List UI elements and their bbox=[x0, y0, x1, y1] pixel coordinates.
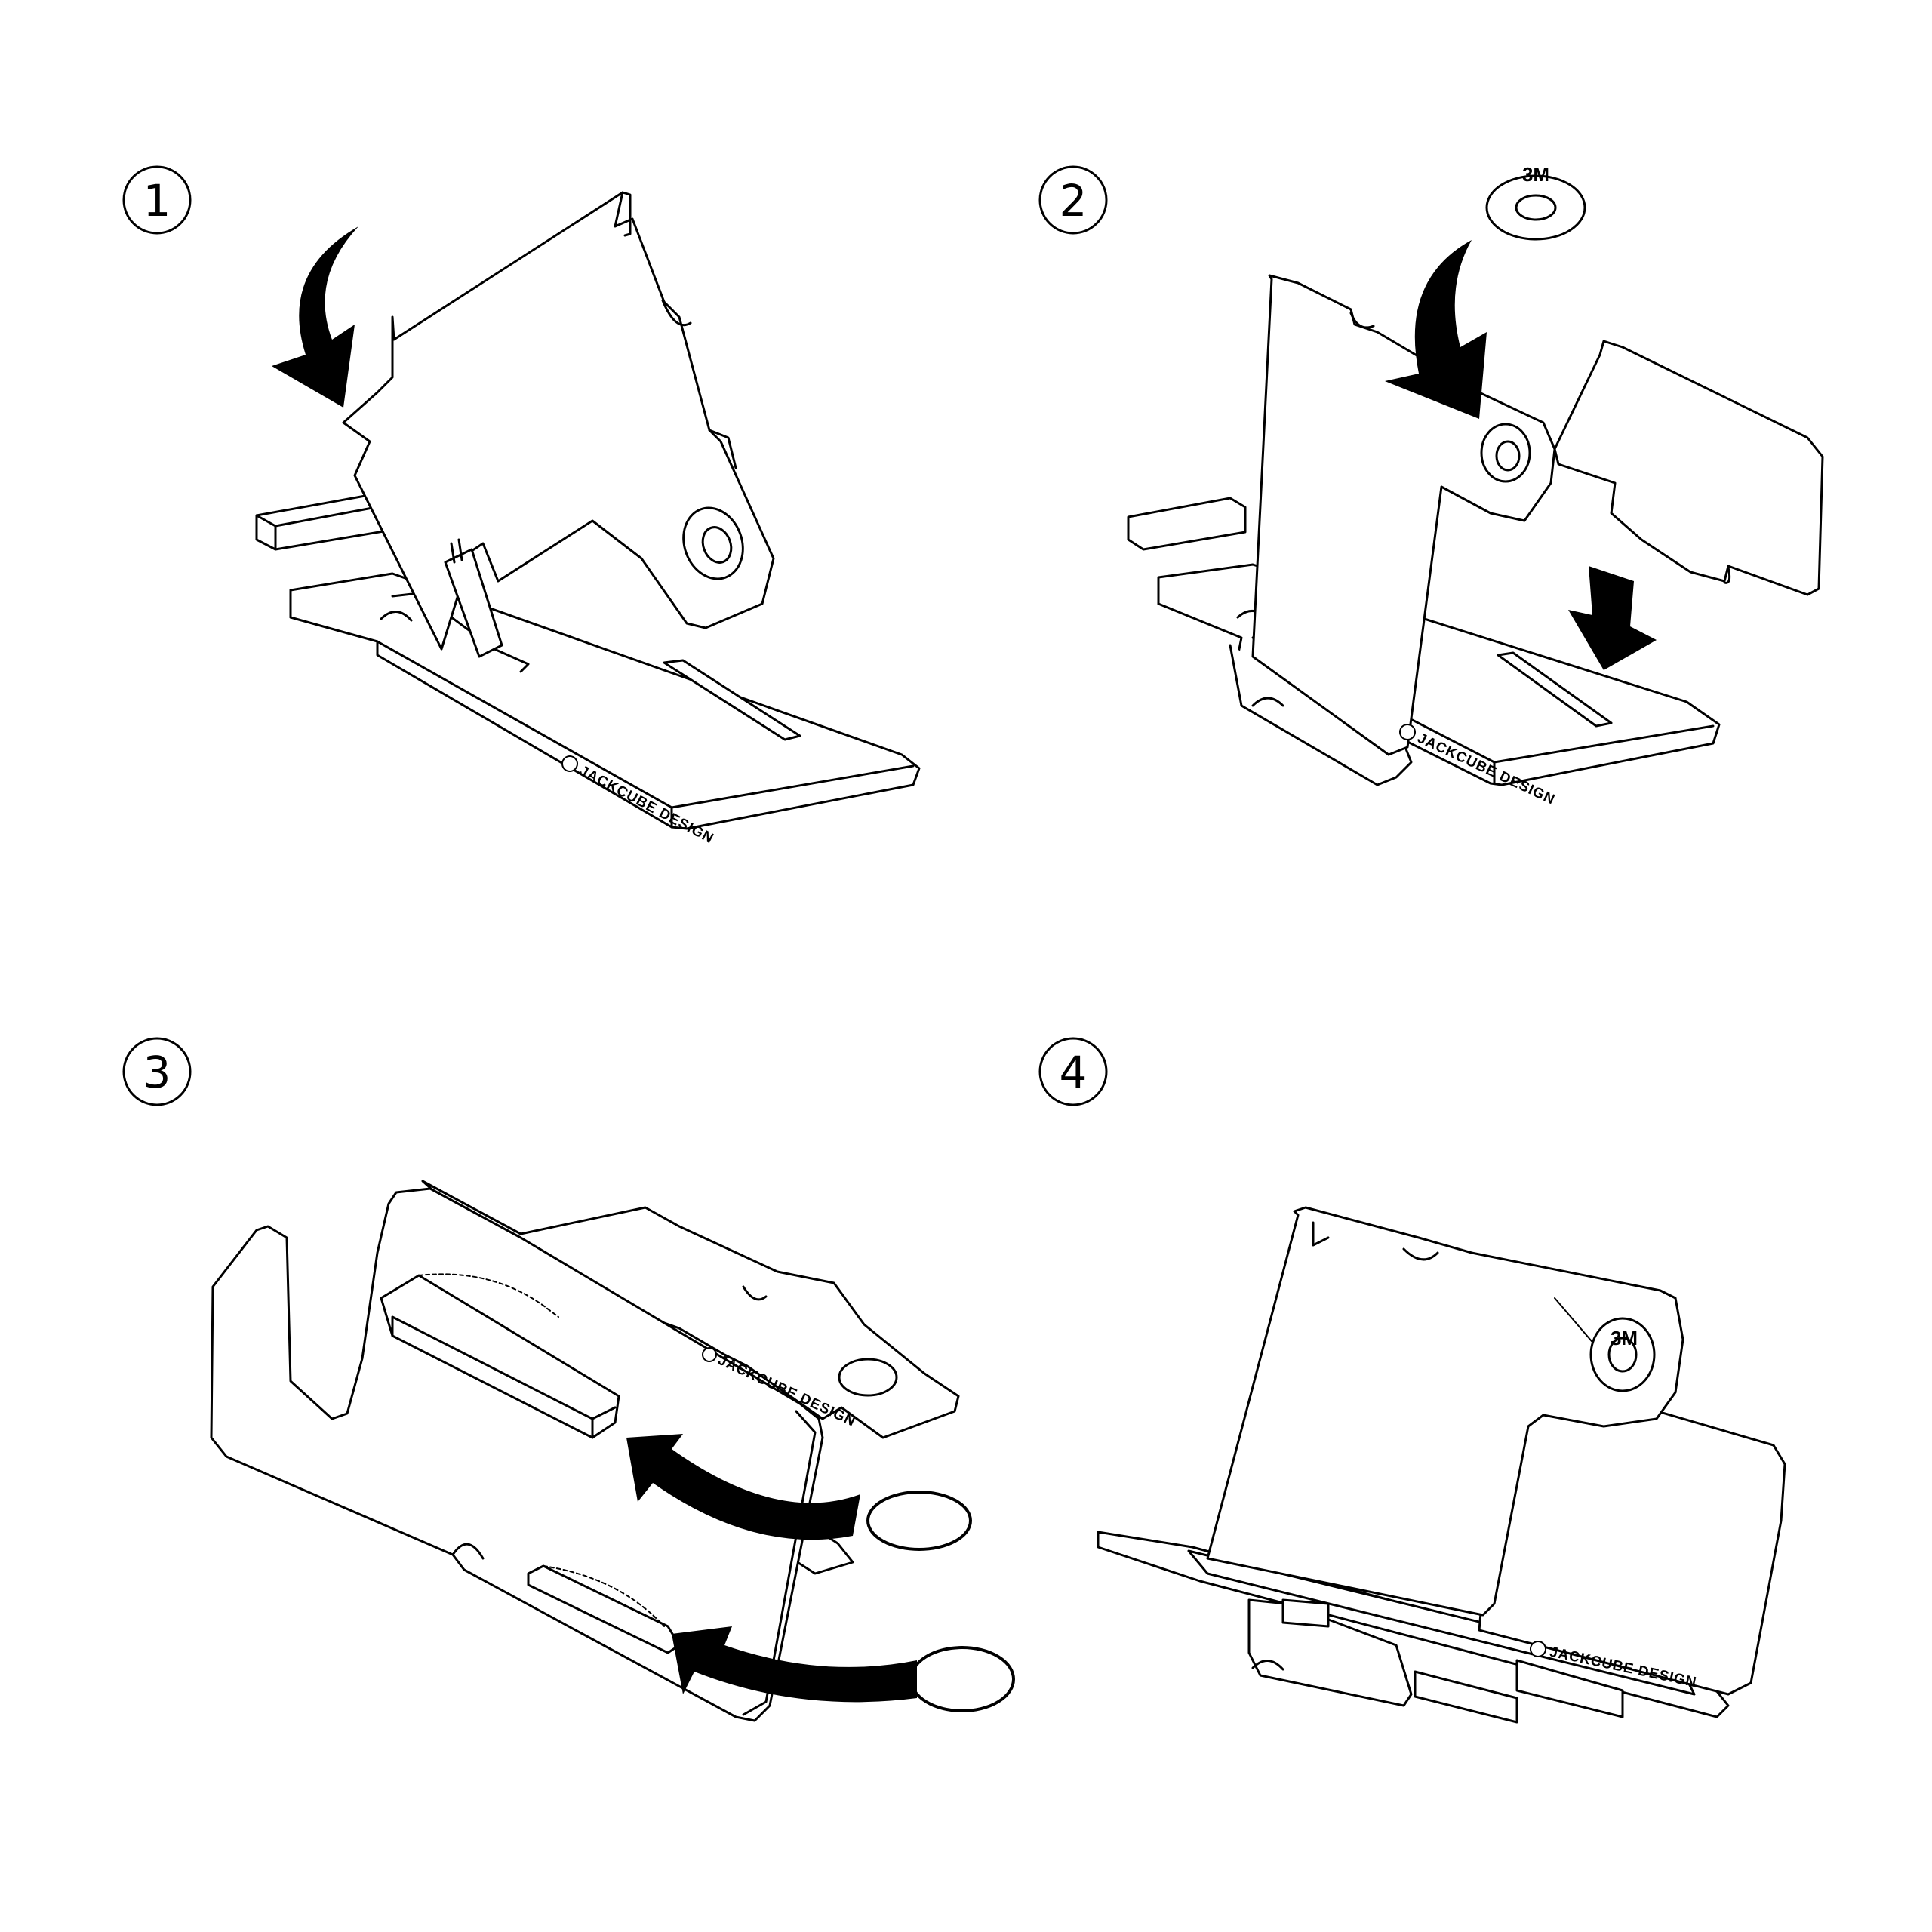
step-number-4: 4 bbox=[1038, 1037, 1108, 1106]
step-2-slot bbox=[1497, 651, 1613, 728]
step-number-4-label: 4 bbox=[1060, 1047, 1088, 1098]
step-3-arrow-upper bbox=[626, 1434, 860, 1540]
step-1-panel: 1 JACKCUBE bbox=[122, 165, 921, 848]
step-3-front-board bbox=[210, 1187, 824, 1722]
step-2-panel: 2 3M bbox=[1038, 163, 1824, 808]
step-4-adhesive-pad: 3M bbox=[1589, 1317, 1656, 1392]
step-3-back-plate bbox=[421, 1180, 960, 1439]
step-2-adhesive-pad: 3M bbox=[1485, 163, 1586, 241]
step-2-rear-panel bbox=[1553, 340, 1824, 596]
step-2-side-plank bbox=[1127, 497, 1247, 551]
step-1-upright-panel bbox=[342, 191, 775, 651]
step-number-1-label: 1 bbox=[143, 175, 171, 226]
step-3-arrow-lower bbox=[672, 1626, 917, 1703]
step-number-2-label: 2 bbox=[1060, 175, 1088, 226]
step-3-o-ring-upper bbox=[866, 1491, 972, 1551]
step-4-panel: 4 3M JACKCUB bbox=[1038, 1037, 1786, 1724]
step-2-adhesive-pad-text: 3M bbox=[1522, 163, 1549, 186]
step-number-3: 3 bbox=[122, 1037, 192, 1106]
step-1-slot bbox=[663, 659, 801, 741]
step-4-adhesive-pad-text: 3M bbox=[1611, 1327, 1638, 1349]
step-2-curved-arrow bbox=[1385, 240, 1487, 419]
step-3-o-ring-lower bbox=[909, 1646, 1015, 1712]
step-1-arrow bbox=[272, 226, 358, 408]
step-number-3-label: 3 bbox=[143, 1047, 171, 1098]
step-number-1: 1 bbox=[122, 165, 192, 235]
step-number-2: 2 bbox=[1038, 165, 1108, 235]
step-3-panel: 3 JACKCUBE DESIGN bbox=[122, 1037, 1015, 1722]
step-2-down-arrow bbox=[1568, 566, 1657, 670]
